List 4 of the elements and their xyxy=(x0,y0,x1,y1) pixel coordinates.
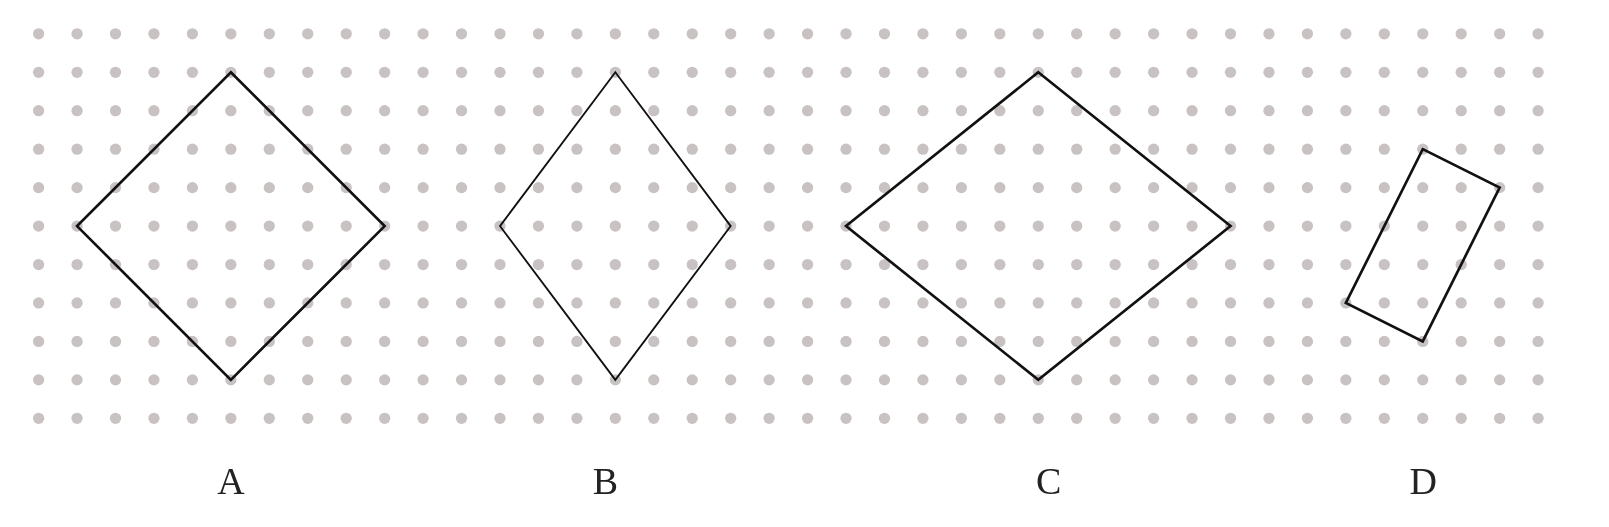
shape-label: A xyxy=(217,461,245,500)
shape-label: D xyxy=(1409,461,1437,500)
shape-label: C xyxy=(1036,461,1062,500)
shape-label: B xyxy=(592,461,619,500)
